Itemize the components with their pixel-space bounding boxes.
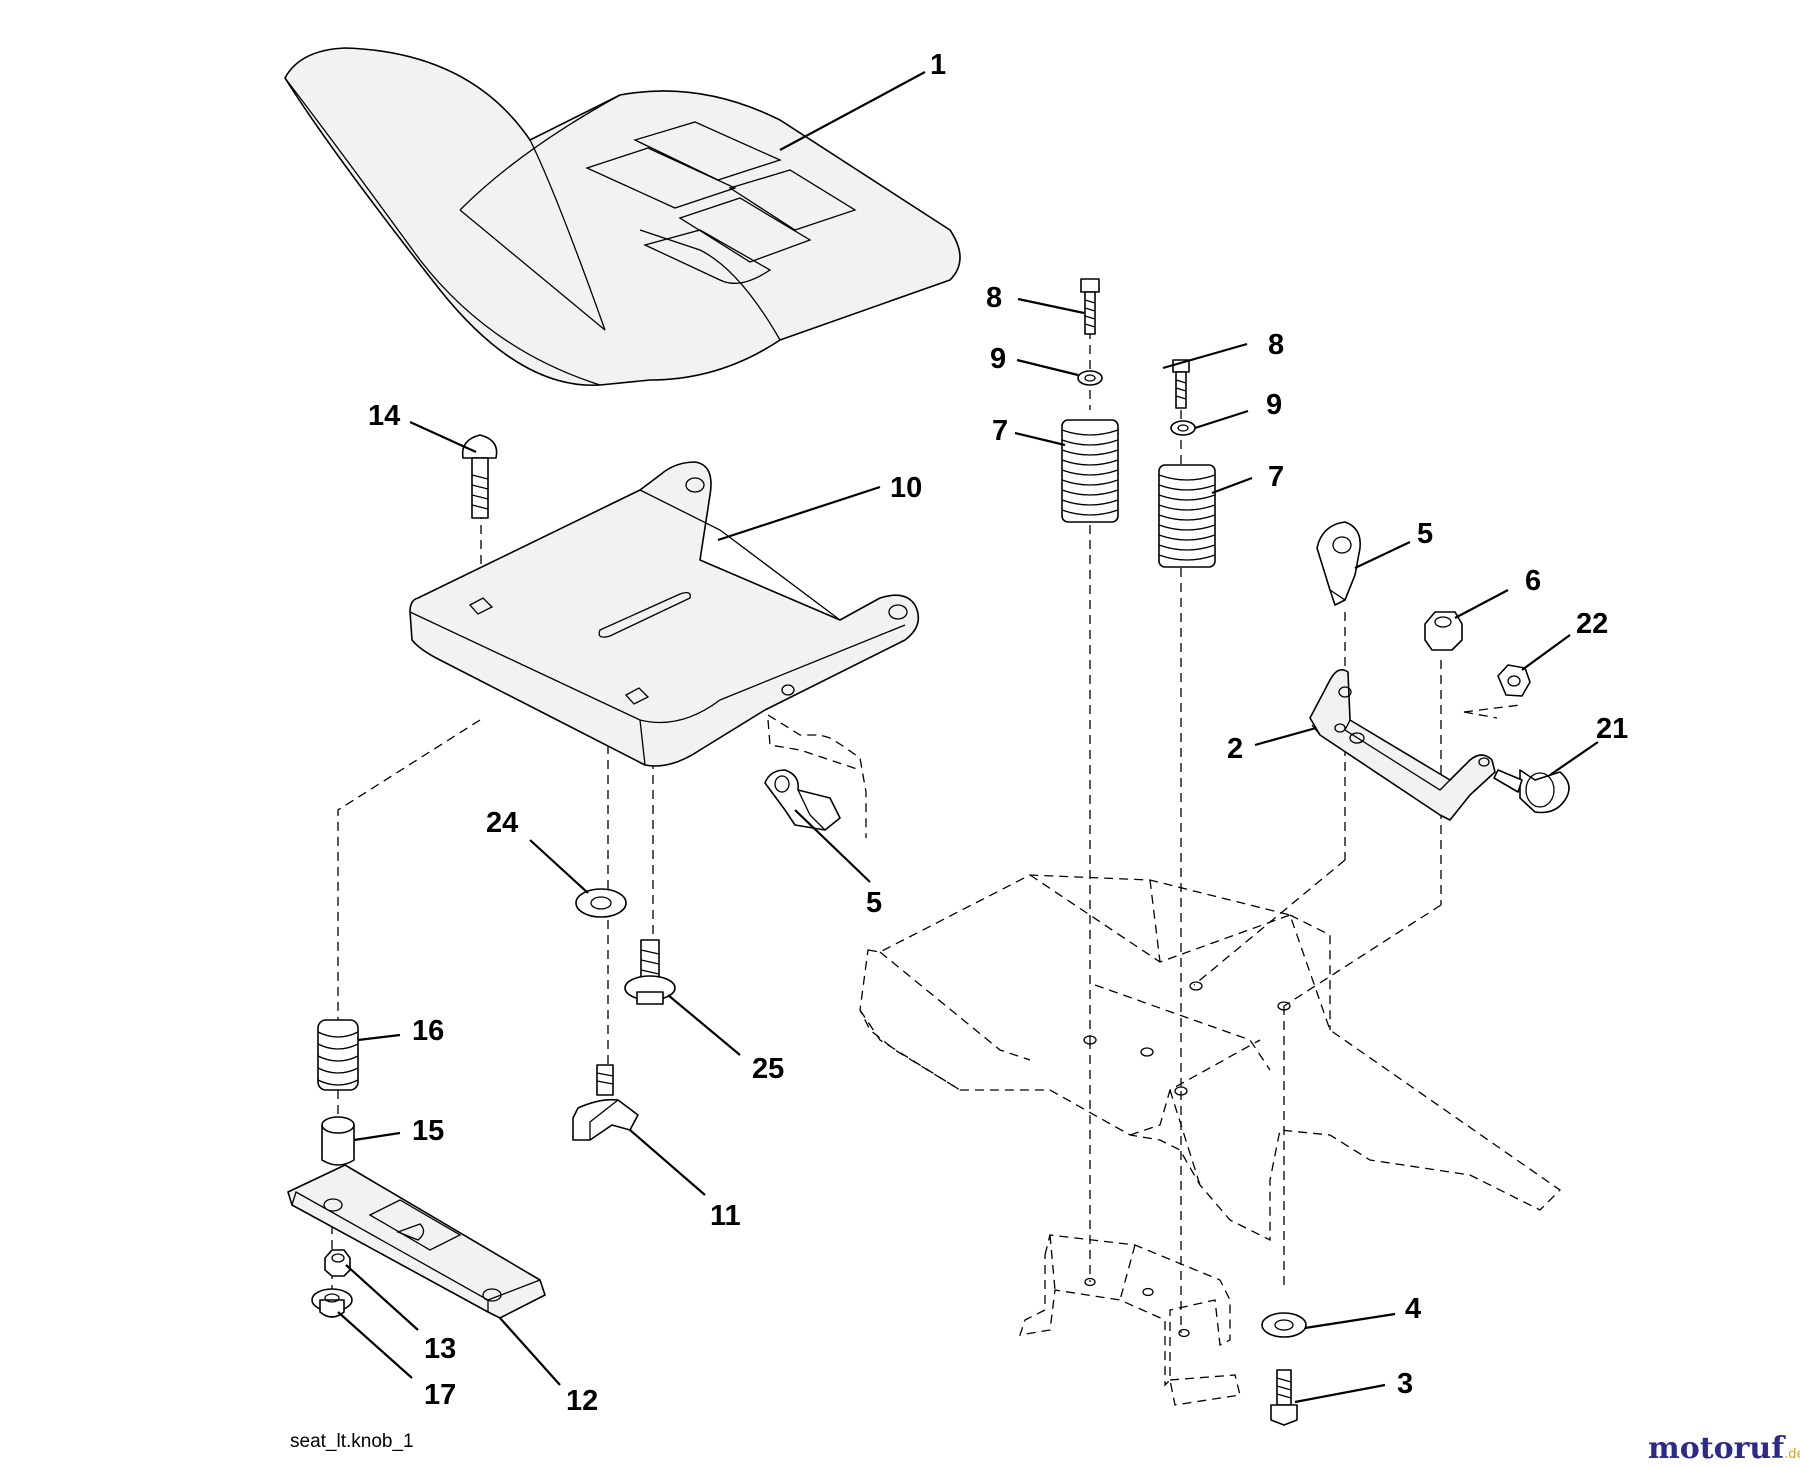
diagram-caption: seat_lt.knob_1 [290,1431,414,1452]
flange-lock-nut [311,1288,353,1318]
washer-left [1077,370,1103,386]
watermark-tld: .de [1784,1447,1800,1462]
svg-text:motoruf.de: motoruf.de [1648,1431,1800,1466]
shoulder-bolt [1493,769,1570,814]
seat [284,47,961,386]
callout-25: 25 [752,1053,784,1085]
callout-21: 21 [1596,713,1628,745]
leader-lines [337,71,1599,1404]
hex-nut [1424,611,1463,651]
callout-7-left: 7 [992,415,1008,447]
callout-15: 15 [412,1115,444,1147]
motoruf-watermark: motoruf.de [1648,1431,1800,1466]
hex-bolt-right [1172,359,1190,409]
mounting-plate [287,1164,546,1319]
wire-clip-right [1316,521,1362,606]
callout-6: 6 [1525,565,1541,597]
small-nut [324,1249,351,1277]
callout-4: 4 [1405,1293,1421,1325]
wing-knob [572,1064,639,1141]
callout-13: 13 [424,1333,456,1365]
hex-bolt-left [1080,278,1100,335]
fender-washer [575,888,627,918]
washer-right [1170,420,1196,436]
tractor-frame-outline [859,874,1562,1406]
wire-clip-left [764,769,841,831]
spring-left [1061,419,1119,523]
callout-8-right: 8 [1268,329,1284,361]
callout-11: 11 [710,1200,741,1232]
callout-2: 2 [1227,733,1243,765]
seat-pan [409,461,920,767]
callout-14: 14 [368,400,400,432]
callout-24: 24 [486,807,518,839]
compression-spring [317,1019,359,1091]
flange-bolt [624,939,676,1005]
spacer [321,1116,355,1166]
callout-16: 16 [412,1015,444,1047]
callout-9-right: 9 [1266,389,1282,421]
spring-right [1158,464,1216,568]
hex-bolt-bottom [1270,1369,1298,1426]
callout-5-left: 5 [866,887,882,919]
watermark-name: motoruf [1648,1431,1786,1466]
callout-8-left: 8 [986,282,1002,314]
callout-22: 22 [1576,608,1608,640]
callout-17: 17 [424,1379,456,1411]
callout-3: 3 [1397,1368,1413,1400]
flat-washer [1261,1312,1307,1338]
callout-7-right: 7 [1268,461,1284,493]
callout-5-right: 5 [1417,518,1433,550]
callout-numbers: 1 10 14 8 8 9 9 7 7 5 6 22 2 21 5 24 25 … [368,49,1628,1417]
callout-9-left: 9 [990,343,1006,375]
flange-nut [1497,664,1531,697]
callout-1: 1 [930,49,946,81]
callout-12: 12 [566,1385,598,1417]
callout-10: 10 [890,472,922,504]
carriage-bolt [461,434,498,519]
seat-bracket [1309,669,1496,821]
